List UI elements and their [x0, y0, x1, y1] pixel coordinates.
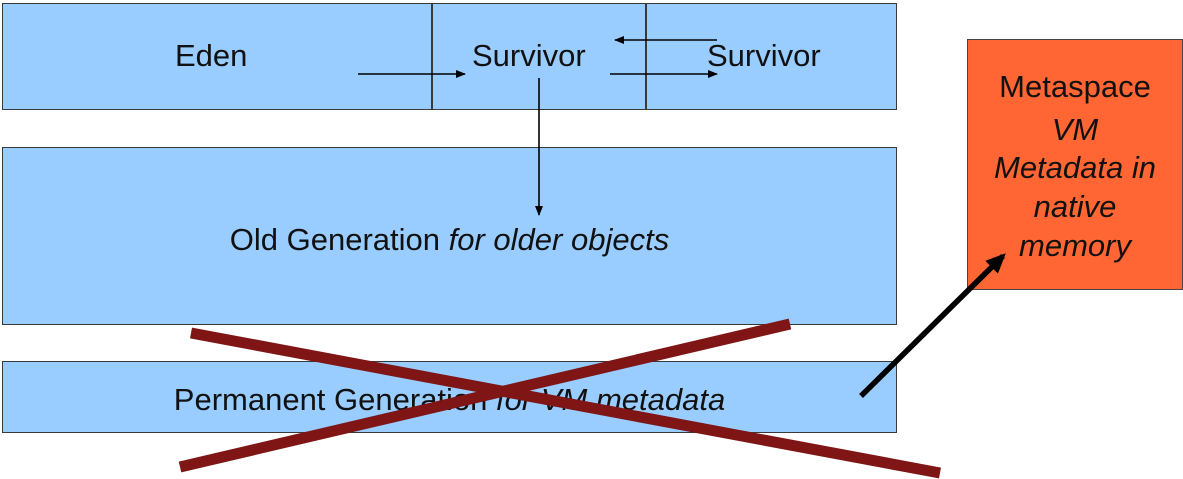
young-generation-box: [2, 3, 897, 110]
eden-label: Eden: [175, 38, 248, 73]
metaspace-title: Metaspace: [999, 69, 1151, 104]
metaspace-line-memory: memory: [1019, 228, 1131, 263]
cross-line-1: [189, 327, 942, 479]
permgen-to-metaspace-arrow: [859, 253, 1006, 398]
survivor-from-label: Survivor: [472, 38, 586, 73]
old-generation-box: Old Generation for older objects: [2, 147, 897, 325]
metaspace-line-vm: VM: [1051, 112, 1099, 147]
survivor-divider: [645, 4, 647, 109]
metaspace-box: Metaspace VM Metadata in native memory: [967, 39, 1183, 290]
cross-line-2: [178, 318, 792, 473]
old-generation-label: Old Generation for older objects: [229, 222, 670, 257]
eden-to-survivor-divider: [431, 4, 433, 109]
permanent-generation-box: Permanent Generation for VM metadata: [2, 361, 897, 433]
metaspace-line-native: native: [1033, 189, 1117, 224]
metaspace-line-metadata: Metadata in: [994, 150, 1156, 185]
survivor-to-label: Survivor: [707, 38, 821, 73]
